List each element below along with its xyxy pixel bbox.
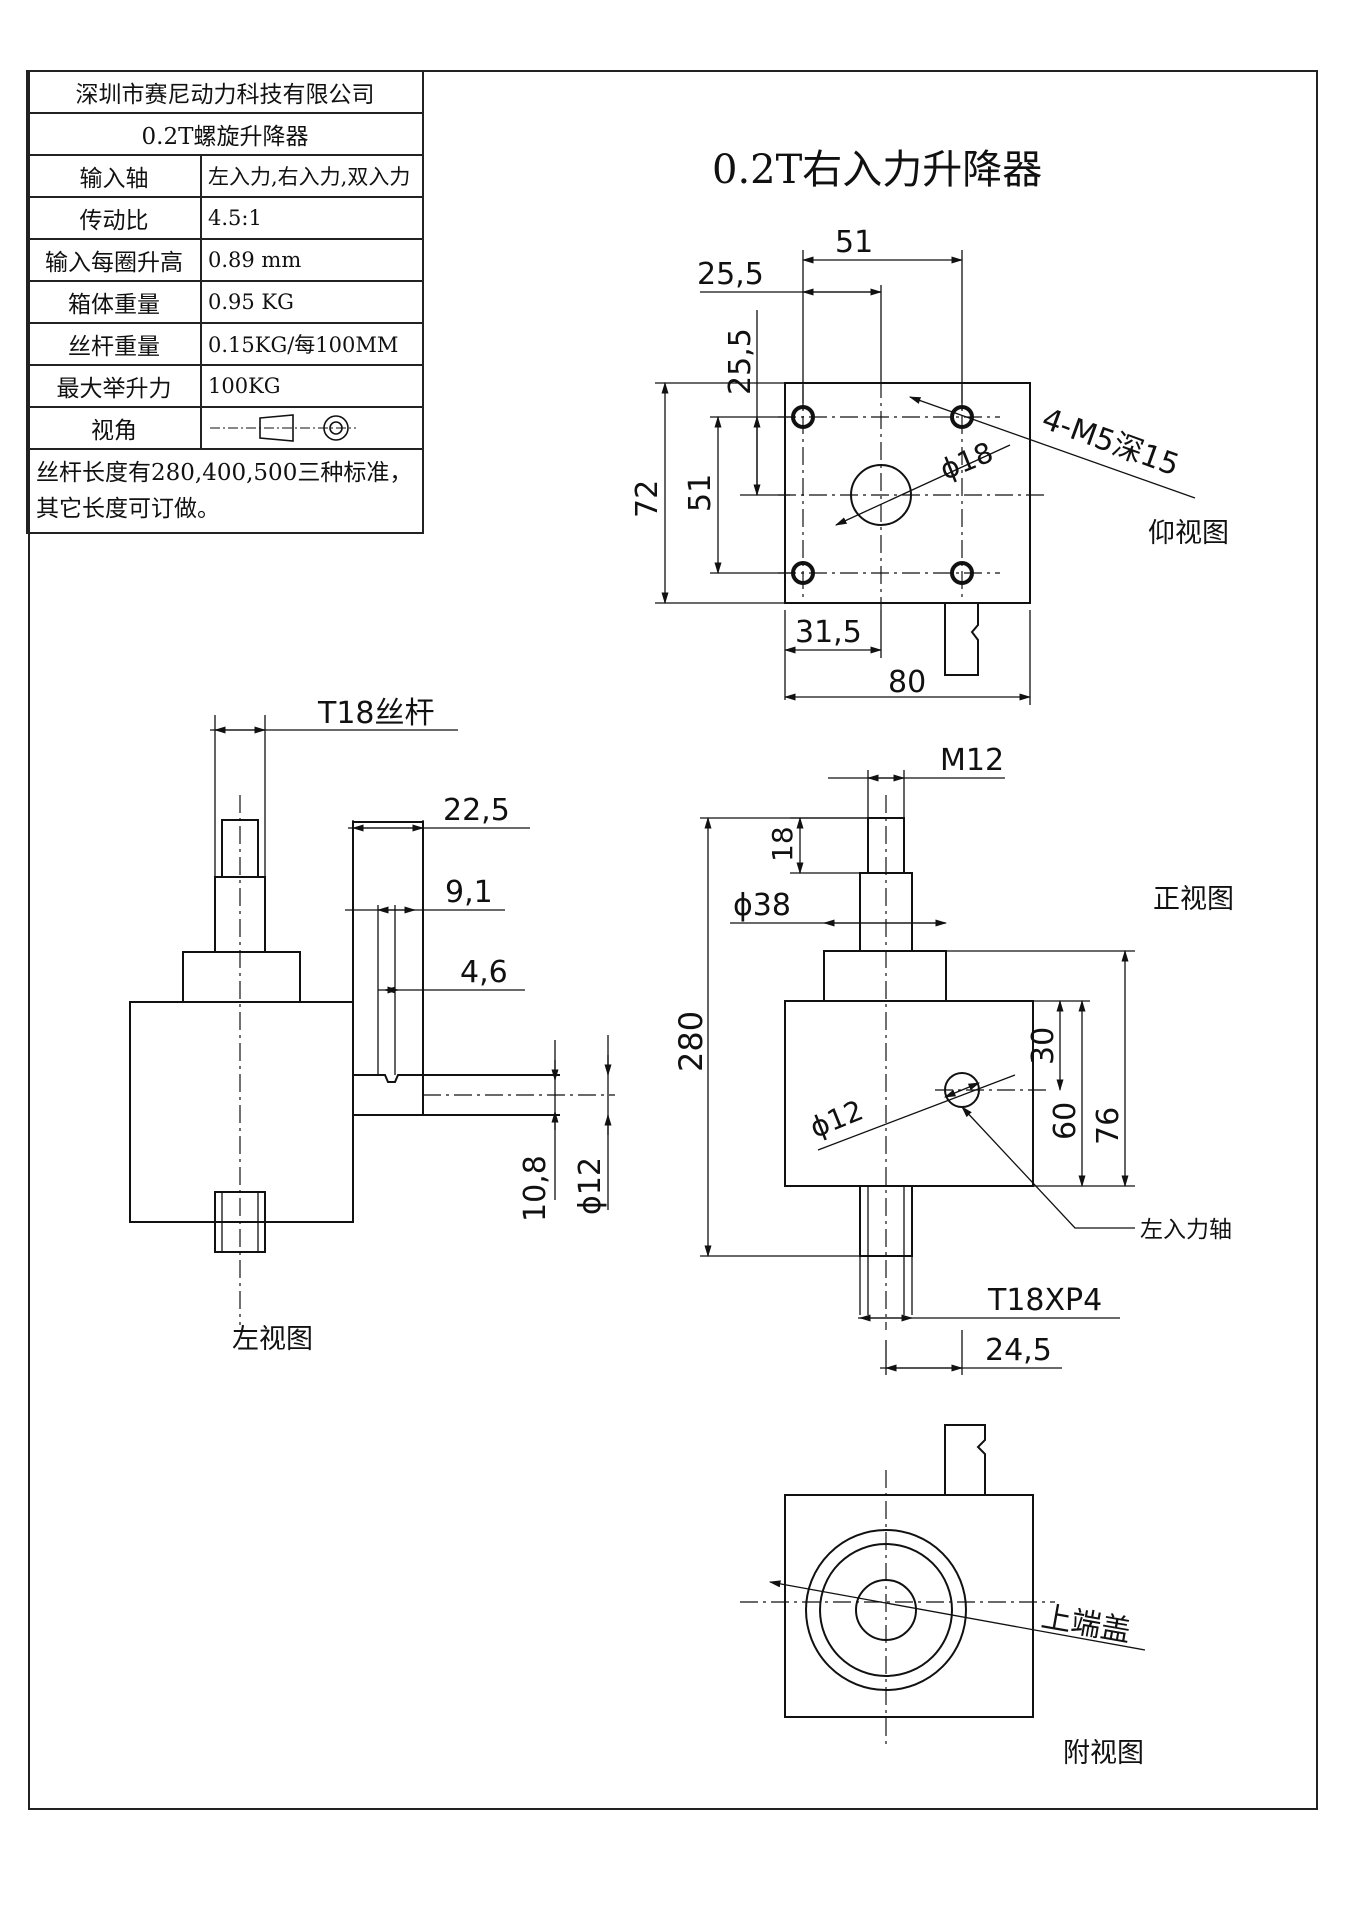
projection-symbol-cell bbox=[200, 406, 424, 450]
dim-t18-rod: T18丝杆 bbox=[317, 696, 435, 731]
dim-4-6: 4,6 bbox=[460, 955, 508, 990]
gearbox-top bbox=[784, 1494, 1034, 1718]
spec-value: 左入力,右入力,双入力 bbox=[200, 154, 424, 198]
gearbox-body bbox=[784, 1000, 1034, 1187]
spec-value: 4.5:1 bbox=[200, 196, 424, 240]
company-name: 深圳市赛尼动力科技有限公司 bbox=[26, 70, 424, 114]
spec-label: 输入轴 bbox=[26, 154, 202, 198]
dim-25-5-side: 25,5 bbox=[723, 328, 758, 395]
left-view-label: 左视图 bbox=[232, 1324, 313, 1355]
dim-60: 60 bbox=[1048, 1102, 1083, 1140]
dim-phi18: ϕ18 bbox=[935, 436, 998, 487]
bottom-view: 51 25,5 25,5 72 51 ϕ18 4 bbox=[630, 225, 1229, 705]
bottom-view-label: 仰视图 bbox=[1148, 518, 1229, 549]
first-angle-projection-icon bbox=[210, 414, 356, 442]
spec-label: 箱体重量 bbox=[26, 280, 202, 324]
drawing-frame bbox=[28, 70, 1318, 1810]
aux-view: 上端盖 附视图 bbox=[740, 1424, 1146, 1769]
top-cap-label: 上端盖 bbox=[1039, 1599, 1134, 1649]
dim-t18xp4: T18XP4 bbox=[987, 1283, 1102, 1318]
spec-value: 100KG bbox=[200, 364, 424, 408]
dim-51-side: 51 bbox=[683, 474, 718, 512]
spec-row: 视角 bbox=[26, 406, 424, 450]
dim-holes: 4-M5深15 bbox=[1037, 402, 1183, 484]
dim-30: 30 bbox=[1026, 1027, 1061, 1065]
dim-10-8: 10,8 bbox=[518, 1155, 553, 1222]
dim-18-front: 18 bbox=[766, 826, 799, 862]
spec-value: 0.15KG/每100MM bbox=[200, 322, 424, 366]
dim-72: 72 bbox=[630, 480, 665, 518]
dim-80: 80 bbox=[888, 665, 926, 700]
spec-value: 0.89 mm bbox=[200, 238, 424, 282]
dim-phi12-left: ϕ12 bbox=[573, 1157, 608, 1215]
spec-value: 0.95 KG bbox=[200, 280, 424, 324]
dim-24-5: 24,5 bbox=[985, 1333, 1052, 1368]
spec-table: 深圳市赛尼动力科技有限公司 0.2T螺旋升降器 输入轴 左入力,右入力,双入力 … bbox=[26, 70, 424, 534]
spec-label: 输入每圈升高 bbox=[26, 238, 202, 282]
dim-76: 76 bbox=[1091, 1107, 1126, 1145]
aux-view-label: 附视图 bbox=[1063, 1738, 1144, 1769]
drawing-title: 0.2T右入力升降器 bbox=[712, 147, 1042, 193]
front-view: M12 18 ϕ38 280 30 60 76 bbox=[672, 743, 1234, 1375]
spec-label: 传动比 bbox=[26, 196, 202, 240]
gearbox-body bbox=[129, 1001, 354, 1223]
dim-22-5: 22,5 bbox=[443, 793, 510, 828]
length-note: 丝杆长度有280,400,500三种标准，其它长度可订做。 bbox=[26, 448, 424, 534]
spec-row: 输入轴 左入力,右入力,双入力 bbox=[26, 154, 424, 198]
spec-row: 丝杆重量 0.15KG/每100MM bbox=[26, 322, 424, 366]
left-view: T18丝杆 22,5 9,1 4,6 10,8 ϕ12 左视图 bbox=[129, 696, 615, 1355]
spec-row: 最大举升力 100KG bbox=[26, 364, 424, 408]
spec-row: 输入每圈升高 0.89 mm bbox=[26, 238, 424, 282]
product-name: 0.2T螺旋升降器 bbox=[26, 112, 424, 156]
spec-row: 传动比 4.5:1 bbox=[26, 196, 424, 240]
spec-label: 视角 bbox=[26, 406, 202, 450]
spec-row: 箱体重量 0.95 KG bbox=[26, 280, 424, 324]
dim-9-1: 9,1 bbox=[445, 875, 493, 910]
dim-m12: M12 bbox=[940, 743, 1004, 778]
dim-51-top: 51 bbox=[835, 225, 873, 260]
dim-280: 280 bbox=[672, 1011, 710, 1072]
dim-phi38: ϕ38 bbox=[733, 888, 791, 923]
dim-31-5: 31,5 bbox=[795, 615, 862, 650]
left-shaft-label: 左入力轴 bbox=[1140, 1217, 1232, 1243]
dim-phi12-front: ϕ12 bbox=[805, 1094, 868, 1145]
front-view-label: 正视图 bbox=[1153, 884, 1234, 915]
spec-label: 最大举升力 bbox=[26, 364, 202, 408]
dim-25-5-top: 25,5 bbox=[697, 257, 764, 292]
spec-label: 丝杆重量 bbox=[26, 322, 202, 366]
